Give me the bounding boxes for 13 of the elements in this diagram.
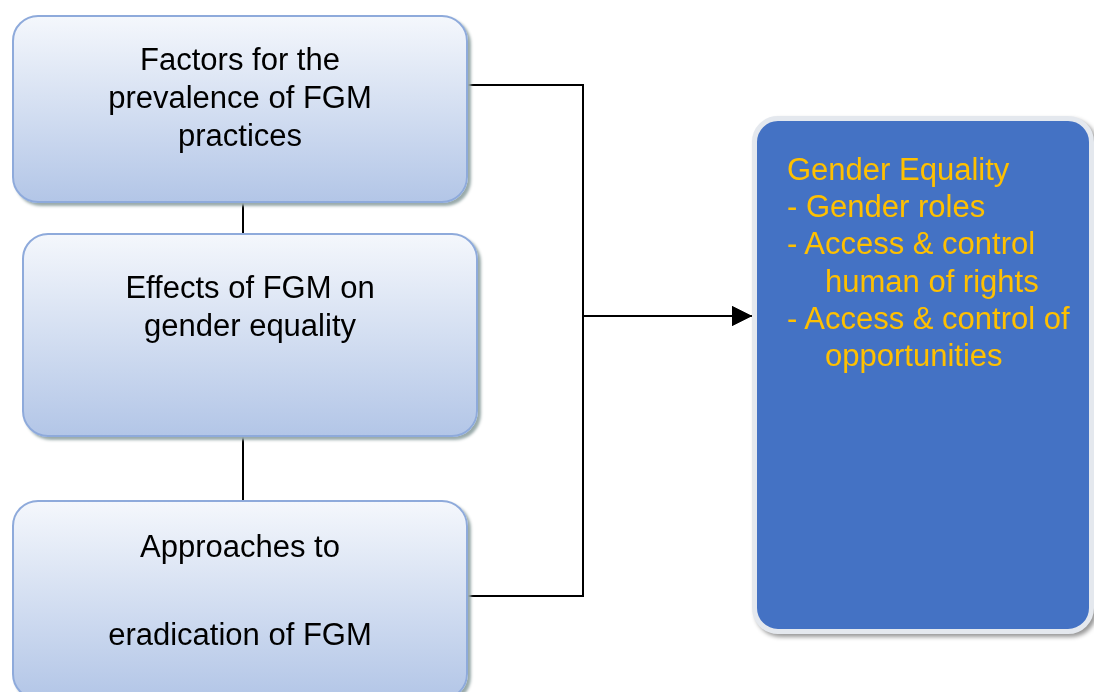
box-text: Approaches to bbox=[139, 528, 341, 566]
box-text: Factors for the prevalence of FGM practices bbox=[107, 41, 373, 155]
box-text: Effects of FGM on gender equality bbox=[124, 269, 376, 345]
factor-box bbox=[22, 233, 478, 437]
factor-box bbox=[12, 15, 468, 203]
list-item: - Access & control human of rights bbox=[787, 225, 1040, 300]
factor-box bbox=[12, 500, 468, 692]
connector-arrow bbox=[467, 306, 753, 597]
list-item: - Gender roles bbox=[787, 188, 987, 226]
box-text: eradication of FGM bbox=[107, 615, 373, 654]
list-item: - Access & control of opportunities bbox=[787, 299, 1071, 375]
outcome-box bbox=[752, 116, 1094, 634]
box-heading: Gender Equality bbox=[787, 151, 1011, 189]
